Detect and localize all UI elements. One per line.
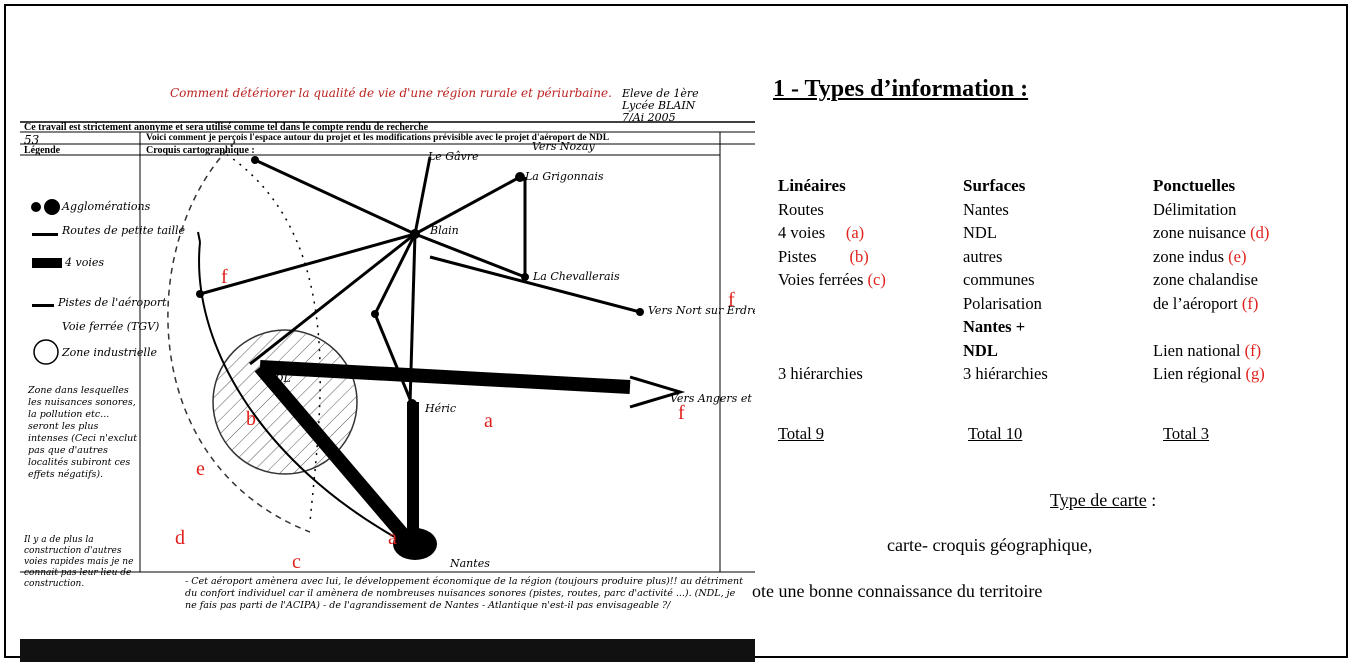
bottom-note: - Cet aéroport amènera avec lui, le déve…	[185, 576, 743, 611]
list-item: autres	[963, 246, 1003, 266]
legend-nuisance-zone: Zone dans lesquelles les nuisances sonor…	[28, 385, 138, 480]
legend-runways: Pistes de l'aéroport	[57, 296, 167, 309]
place-ndl: NDL	[264, 372, 291, 385]
list-item: Pistes (b)	[778, 246, 869, 266]
list-item: 3 hiérarchies	[963, 364, 1048, 383]
legend-industrial: Zone industrielle	[61, 346, 157, 359]
legend-header: Légende	[24, 145, 61, 156]
list-item: 3 hiérarchies	[778, 364, 863, 383]
list-item: Voies ferrées (c)	[778, 270, 886, 289]
knowledge-note: ote une bonne connaissance du territoire	[752, 581, 1043, 601]
list-item: zone chalandise	[1153, 270, 1258, 289]
anonymity-notice: Ce travail est strictement anonyme et se…	[24, 122, 429, 133]
student-date: 7/Ai 2005	[622, 111, 676, 124]
legend-other-roads: Il y a de plus la construction d'autres …	[24, 535, 134, 589]
annotation-a: a	[388, 527, 397, 549]
list-item: NDL	[963, 340, 998, 360]
column-header: Surfaces	[963, 176, 1026, 195]
list-item: zone nuisance (d)	[1153, 223, 1270, 242]
annotation-c: c	[292, 551, 301, 573]
map-type-heading: Type de carte :	[1050, 490, 1157, 510]
list-item: 4 voies (a)	[778, 223, 865, 242]
annotation-a: a	[484, 410, 493, 432]
annotation-d: d	[175, 527, 185, 549]
student-note: Eleve de 1ère Lycée BLAIN 7/Ai 2005	[622, 88, 699, 124]
list-item: zone indus (e)	[1153, 246, 1247, 266]
student-class: Eleve de 1ère	[622, 87, 699, 100]
annotation-f: f	[728, 289, 735, 311]
column-ponctuelles: Ponctuelles Délimitation zone nuisance (…	[1153, 174, 1269, 386]
column-header: Linéaires	[778, 176, 846, 195]
list-item: de l’aéroport (f)	[1153, 293, 1259, 313]
list-item: Nantes	[963, 199, 1009, 219]
legend-4lanes: 4 voies	[64, 256, 104, 269]
scanned-sketch-map: Agglomérations Routes de petite taille 4…	[20, 82, 755, 662]
handwritten-title: Comment détériorer la qualité de vie d'u…	[170, 86, 612, 100]
place-nort: Vers Nort sur Erdre	[648, 304, 755, 317]
legend-roads: Routes de petite taille	[61, 224, 186, 237]
croquis-header: Croquis cartographique :	[146, 145, 255, 156]
place-nozay: Vers Nozay	[532, 140, 595, 153]
list-item: Nantes +	[963, 317, 1026, 336]
sheet-prompt: Voici comment je perçois l'espace autour…	[146, 133, 610, 143]
list-item: Routes	[778, 199, 824, 219]
list-item: communes	[963, 270, 1035, 289]
place-heric: Héric	[424, 402, 456, 415]
annotation-f: f	[221, 266, 228, 288]
list-item: Lien national (f)	[1153, 340, 1262, 360]
student-school: Lycée BLAIN	[622, 99, 696, 112]
list-item: Délimitation	[1153, 199, 1237, 219]
place-chevallerais: La Chevallerais	[532, 270, 620, 283]
annotation-b: b	[246, 408, 256, 430]
legend-railway: Voie ferrée (TGV)	[62, 320, 159, 333]
list-item: Lien régional (g)	[1153, 364, 1265, 383]
total-lineaires: Total 9	[778, 424, 825, 443]
place-grigonnais: La Grigonnais	[524, 170, 604, 183]
map-type-value: carte- croquis géographique,	[887, 535, 1093, 555]
column-surfaces: Surfaces Nantes NDL autres communes Pola…	[963, 174, 1048, 386]
annotation-f: f	[678, 402, 685, 424]
list-item: Polarisation	[963, 293, 1042, 313]
total-ponctuelles: Total 3	[1163, 424, 1210, 443]
sheet-number: 53	[24, 133, 40, 147]
place-angers-paris: Vers Angers et Paris	[670, 392, 755, 405]
place-blain: Blain	[429, 224, 459, 237]
column-lineaires: Linéaires Routes 4 voies (a) Pistes (b) …	[778, 174, 886, 386]
place-le-gavre: Le Gâvre	[427, 150, 479, 163]
place-nantes: Nantes	[449, 557, 490, 570]
section-title: 1 - Types d’information :	[773, 76, 1029, 102]
sketch-map-drawing: Agglomérations Routes de petite taille 4…	[20, 121, 755, 662]
annotation-e: e	[196, 458, 205, 480]
column-header: Ponctuelles	[1153, 176, 1236, 195]
total-surfaces: Total 10	[968, 424, 1023, 443]
legend-agglomerations: Agglomérations	[61, 200, 151, 213]
list-item: NDL	[963, 223, 997, 242]
